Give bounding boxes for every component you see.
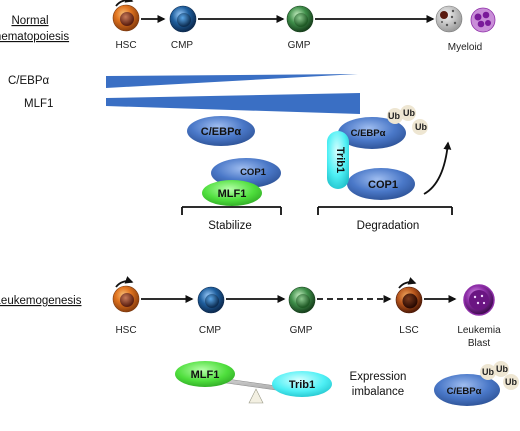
imbalance-label-line2: imbalance xyxy=(352,386,404,398)
trib1-balance-label: Trib1 xyxy=(289,379,315,391)
myeloid-label: Myeloid xyxy=(448,42,482,53)
ub-b-leukemia: Ub xyxy=(496,364,508,374)
cmp-cell-leukemia xyxy=(197,286,225,314)
cmp-label-leukemia: CMP xyxy=(199,325,222,336)
trib1-balance-protein xyxy=(272,371,332,397)
cebpa-leukemia-label: C/EBPα xyxy=(447,386,482,397)
self-renewal-arrow-icon xyxy=(115,0,134,7)
normal-title-line2: hematopoiesis xyxy=(0,31,69,43)
gmp-label-leukemia: GMP xyxy=(290,325,313,336)
cop1-degradation-label: COP1 xyxy=(368,179,398,191)
blast-label-line2: Blast xyxy=(468,338,490,349)
cmp-cell xyxy=(169,5,197,33)
lsc-label: LSC xyxy=(399,325,418,336)
mlf1-gradient-label: MLF1 xyxy=(24,98,53,110)
degradation-label: Degradation xyxy=(357,220,420,232)
gmp-label: GMP xyxy=(288,40,311,51)
gmp-cell xyxy=(286,5,314,33)
ub-a-normal: Ub xyxy=(388,111,400,121)
cop1-protein-label: COP1 xyxy=(240,167,267,178)
cebpa-expression-wedge xyxy=(106,74,358,88)
ub-c-normal: Ub xyxy=(415,122,427,132)
trib1-protein-label: Trib1 xyxy=(334,147,346,173)
ubiquitin-chain-leukemia: Ub Ub Ub xyxy=(480,361,519,390)
cebpa-degradation-label: C/EBPα xyxy=(351,128,386,139)
hsc-label: HSC xyxy=(115,40,136,51)
mlf1-protein xyxy=(202,180,262,206)
cebpa-degradation-protein xyxy=(338,117,406,149)
degradation-curved-arrow xyxy=(423,141,452,195)
hsc-cell-leukemia xyxy=(112,285,140,313)
ub-c-leukemia: Ub xyxy=(505,377,517,387)
neutrophil-cell xyxy=(470,7,496,33)
mlf1-balance-protein xyxy=(175,361,235,387)
cop1-degradation-protein xyxy=(347,168,415,200)
stabilize-bracket xyxy=(181,206,282,215)
imbalance-label-line1: Expression xyxy=(350,371,407,383)
blast-label-line1: Leukemia xyxy=(457,325,501,336)
hsc-label-leukemia: HSC xyxy=(115,325,136,336)
mlf1-balance-label: MLF1 xyxy=(191,369,220,381)
leukemia-title: Leukemogenesis xyxy=(0,295,82,307)
granulocyte-cell xyxy=(435,5,463,33)
gmp-cell-leukemia xyxy=(288,286,316,314)
trib1-protein xyxy=(327,131,349,189)
mlf1-protein-label: MLF1 xyxy=(218,188,247,200)
ub-a-leukemia: Ub xyxy=(482,367,494,377)
ub-b-normal: Ub xyxy=(403,108,415,118)
mlf1-expression-wedge xyxy=(106,93,360,114)
stabilize-label: Stabilize xyxy=(208,220,251,232)
self-renewal-arrow-icon-leukemia xyxy=(115,276,134,288)
lsc-cell xyxy=(395,286,423,314)
normal-title-line1: Normal xyxy=(11,15,48,27)
lsc-self-renewal-arrow-icon xyxy=(398,277,417,289)
hsc-cell xyxy=(112,4,140,32)
cmp-label: CMP xyxy=(171,40,194,51)
cebpa-protein xyxy=(187,116,255,146)
seesaw-fulcrum xyxy=(248,388,264,404)
cebpa-leukemia-protein xyxy=(434,374,500,406)
ubiquitin-chain-normal: Ub Ub Ub xyxy=(387,105,428,135)
leukemia-blast-cell xyxy=(463,284,495,316)
cebpa-protein-label: C/EBPα xyxy=(201,126,242,138)
degradation-bracket xyxy=(317,206,453,215)
cebpa-gradient-label: C/EBPα xyxy=(8,75,50,87)
